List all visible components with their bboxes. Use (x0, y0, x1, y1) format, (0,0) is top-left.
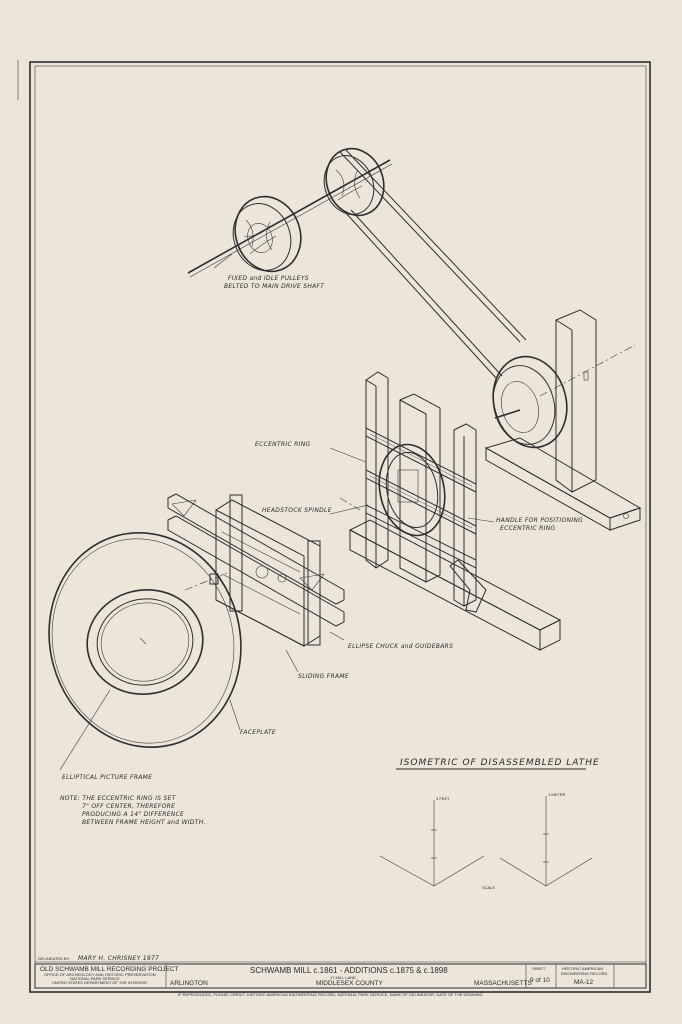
outer-border (29, 61, 651, 993)
faceplate (48, 532, 242, 748)
record-line-2: ENGINEERING RECORD (561, 971, 608, 976)
title-block: DELINEATED BY: MARY H. CHRISNEY 1977 OLD… (34, 955, 647, 997)
handle-label-line2: ECCENTRIC RING (500, 525, 555, 532)
eccentric-ring-frame (329, 371, 562, 651)
scale-caption: SCALE (482, 885, 495, 890)
fixed-pulley (323, 147, 385, 217)
ellipse-chuck-assembly (167, 493, 345, 673)
scale-feet: 3 FEET (379, 796, 485, 887)
scale-feet-label: 3 FEET (436, 796, 450, 801)
idle-pulley (232, 195, 302, 273)
elliptical-picture-frame (86, 589, 204, 695)
positioning-handle (449, 559, 487, 613)
pulleys-label-line1: FIXED and IDLE PULLEYS (228, 275, 309, 282)
sheet-label: SHEET (532, 966, 546, 971)
state: MASSACHUSETTS (474, 980, 532, 987)
note-block: NOTE: THE ECCENTRIC RING IS SET 7" OFF C… (60, 795, 206, 826)
mill-title: SCHWAMB MILL c.1861 - ADDITIONS c.1875 &… (250, 966, 448, 975)
note-line-2: 7" OFF CENTER, THEREFORE (82, 803, 175, 810)
handle-label-line1: HANDLE FOR POSITIONING (496, 517, 583, 524)
pulleys-label-line2: BELTED TO MAIN DRIVE SHAFT (224, 283, 325, 290)
eccentric-ring-label: ECCENTRIC RING (255, 441, 310, 448)
drawing-title: ISOMETRIC OF DISASSEMBLED LATHE (400, 758, 600, 768)
delineated-by: MARY H. CHRISNEY 1977 (78, 955, 159, 962)
city: ARLINGTON (170, 980, 208, 987)
drive-shaft-assembly: FIXED and IDLE PULLEYS BELTED TO MAIN DR… (187, 147, 393, 290)
drive-belt (339, 149, 527, 379)
record-number: MA-12 (574, 979, 594, 986)
sliding-frame-label: SLIDING FRAME (298, 673, 349, 680)
note-line-1: NOTE: THE ECCENTRIC RING IS SET (60, 795, 177, 802)
delineated-label: DELINEATED BY: (38, 956, 70, 961)
record-line-1: HISTORIC AMERICAN (562, 966, 603, 971)
headstock-spindle-label: HEADSTOCK SPINDLE (262, 507, 332, 514)
scale-meter-label: 1 METER (548, 792, 565, 797)
main-drive-shaft (187, 159, 391, 274)
department-name: UNITED STATES DEPARTMENT OF THE INTERIOR (52, 980, 147, 985)
county: MIDDLESEX COUNTY (316, 980, 383, 987)
faceplate-assembly (48, 532, 242, 771)
headstock-pulley (492, 355, 568, 449)
eccentric-ring (378, 443, 446, 537)
project-name: OLD SCHWAMB MILL RECORDING PROJECT (40, 966, 179, 973)
headstock-stand (484, 309, 642, 531)
faceplate-label: FACEPLATE (240, 729, 276, 736)
note-line-3: PRODUCING A 14" DIFFERENCE (82, 811, 184, 818)
ellipse-chuck-label: ELLIPSE CHUCK and GUIDEBARS (348, 643, 453, 650)
service-name: NATIONAL PARK SERVICE (70, 976, 120, 981)
elliptical-frame-label: ELLIPTICAL PICTURE FRAME (62, 774, 152, 781)
office-name: OFFICE OF ARCHEOLOGY AND HISTORIC PRESER… (44, 972, 156, 977)
credit-line: IF REPRODUCED, PLEASE CREDIT: HISTORIC A… (178, 992, 483, 997)
address: 17 MILL LANE (330, 975, 356, 980)
sheet-number: 9 of 10 (530, 977, 550, 984)
note-line-4: BETWEEN FRAME HEIGHT and WIDTH. (82, 819, 206, 826)
scale-meter: 1 METER (499, 792, 593, 887)
